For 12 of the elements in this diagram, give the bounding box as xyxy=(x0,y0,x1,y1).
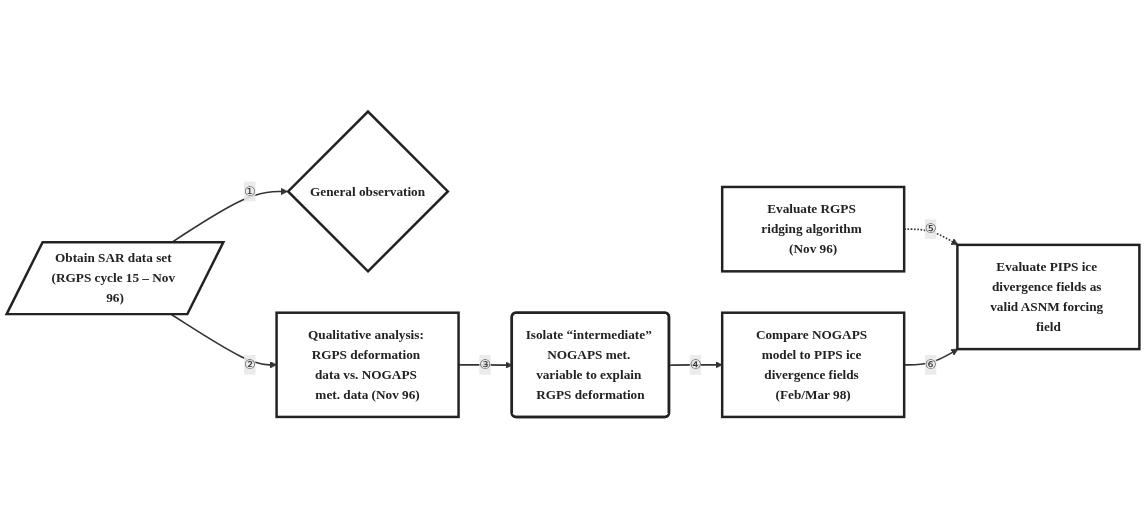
node-diamond: General observation xyxy=(286,109,450,273)
arrow xyxy=(170,313,277,369)
node-box: Evaluate RGPS ridging algorithm (Nov 96) xyxy=(720,185,906,273)
edge-label: ⑤ xyxy=(924,221,937,236)
node-box: Evaluate PIPS ice divergence fields as valid ASNM forcing field xyxy=(956,243,1141,351)
edge-label: ④ xyxy=(689,357,702,372)
edge-label: ① xyxy=(244,183,256,198)
node-box: Qualitative analysis: RGPS deformation data vs. NOGAPS met. data (Nov 96) xyxy=(275,311,460,418)
edge-label: ⑥ xyxy=(924,357,937,372)
edge-label: ③ xyxy=(479,357,492,372)
node-box: Compare NOGAPS model to PIPS ice divergence fields (Feb/Mar 98) xyxy=(720,311,906,418)
edge-label: ② xyxy=(244,357,256,372)
